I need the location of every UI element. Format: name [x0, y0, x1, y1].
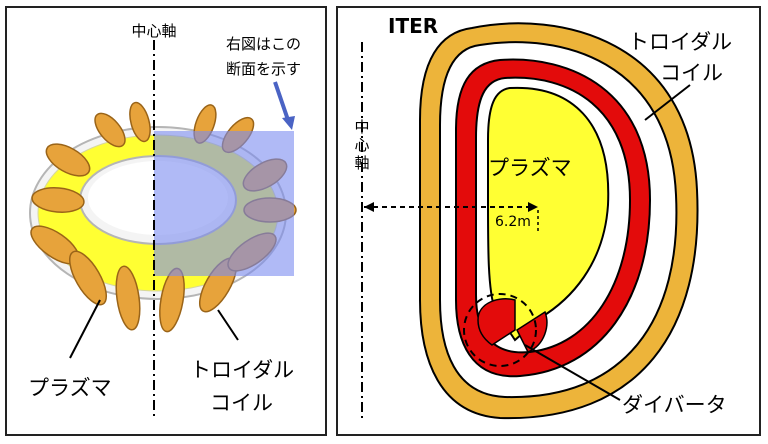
coil	[129, 101, 151, 143]
cross-section-highlight	[154, 131, 294, 276]
right-coil-label-line2: コイル	[660, 61, 723, 85]
right-center-axis-char-3: 軸	[354, 154, 369, 172]
left-panel: 中心軸 右図はこの 断面を示す プラズマ トロイダル コイル	[5, 6, 327, 436]
coil	[94, 112, 126, 148]
right-center-axis-char-1: 中	[354, 118, 369, 136]
right-plasma-label: プラズマ	[488, 156, 572, 180]
divertor-leader-line	[524, 344, 621, 401]
plasma-label: プラズマ	[28, 376, 112, 400]
coil-leader-line-right	[644, 84, 691, 121]
divertor-label: ダイバータ	[622, 393, 727, 417]
divertor-highlight-circle	[463, 293, 537, 367]
right-panel: ITER 中 心 軸 プラズマ 6.2m トロイダル コイル ダイバータ	[336, 6, 761, 436]
right-coil-label-line1: トロイダル	[628, 30, 732, 54]
coil	[69, 250, 107, 306]
divertor	[477, 298, 548, 353]
center-axis-label: 中心軸	[131, 22, 176, 40]
major-radius-arrow	[364, 202, 539, 232]
cross-section-note-line1: 右図はこの	[226, 35, 301, 53]
plasma-cross-section	[487, 86, 610, 342]
coil-label-line2: コイル	[210, 391, 273, 415]
radius-label: 6.2m	[495, 214, 531, 230]
plasma-leader-line	[69, 299, 101, 359]
right-center-axis-char-2: 心	[354, 136, 369, 154]
blue-arrow	[273, 81, 295, 130]
coil	[115, 265, 141, 331]
coil-leader-line	[217, 309, 239, 341]
coil	[45, 143, 91, 177]
coil	[31, 187, 85, 213]
coil-label-line1: トロイダル	[190, 358, 294, 382]
cross-section-note-line2: 断面を示す	[226, 60, 301, 78]
iter-title: ITER	[388, 14, 438, 38]
